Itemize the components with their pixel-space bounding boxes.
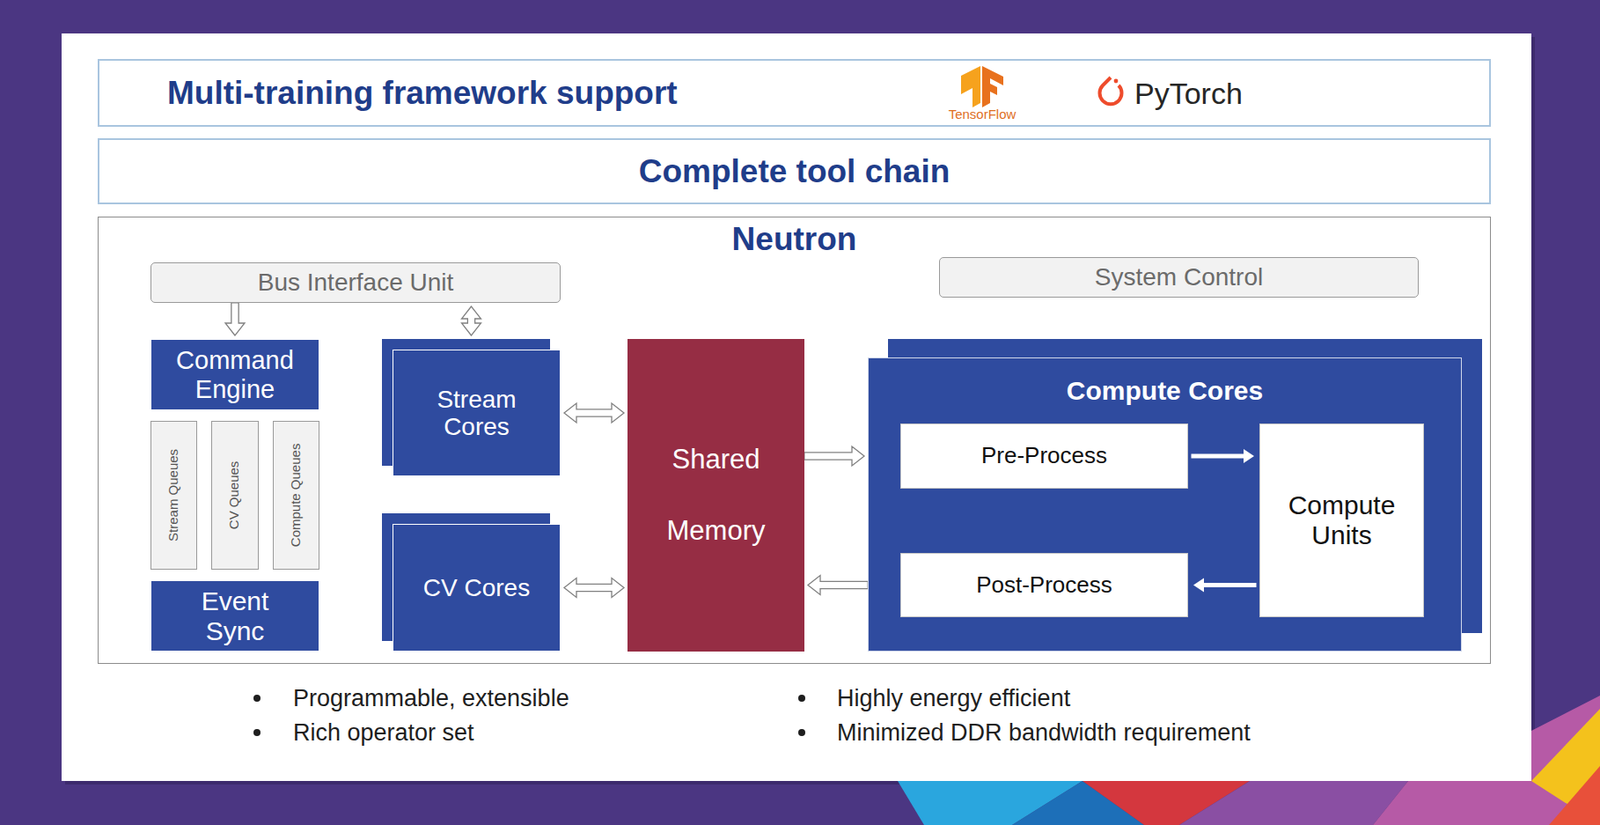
arrow-head	[851, 446, 865, 466]
arrow-outline	[467, 318, 477, 323]
connector-arrow	[564, 403, 624, 423]
white-panel	[61, 33, 1532, 781]
node-label: Post-Process	[976, 572, 1113, 598]
tensorflow-logo	[982, 66, 1004, 108]
bullet-text: Rich operator set	[293, 718, 475, 747]
pytorch-logo	[1100, 77, 1123, 104]
arrow-shaft	[576, 584, 612, 591]
core-stack: Stream Cores	[392, 349, 561, 477]
node-label: CV Queues	[227, 461, 243, 530]
arrow-shaft	[468, 318, 475, 323]
node-label: Compute Units	[1276, 490, 1409, 550]
tensorflow-logo	[961, 66, 981, 108]
arrow-head	[225, 322, 245, 336]
process-box: Pre-Process	[900, 423, 1189, 489]
arrow-outline	[807, 451, 852, 461]
node-label: Bus Interface Unit	[257, 268, 455, 296]
decor-triangle	[1548, 765, 1600, 825]
sync-box: Event Sync	[150, 579, 320, 652]
bullet-dot	[798, 694, 806, 702]
node-label: Multi-training framework support	[167, 74, 678, 111]
control-bar: System Control	[939, 256, 1419, 298]
arrow-head	[611, 578, 624, 598]
node-label: System Control	[1094, 263, 1263, 291]
framework-band: Multi-training framework support	[97, 58, 1491, 127]
connector-arrow	[1193, 448, 1255, 463]
pytorch-logo	[1114, 79, 1119, 84]
decor-triangle	[1179, 780, 1409, 825]
connector-arrow	[1193, 578, 1255, 593]
arrow-shaft	[232, 306, 239, 323]
memory-block: Shared Memory	[627, 338, 805, 652]
arrow-shaft	[1203, 582, 1255, 588]
arrow-head	[807, 575, 821, 595]
arrow-outline	[820, 580, 865, 590]
node-label: Neutron	[732, 220, 858, 257]
bullet-dot	[253, 728, 261, 736]
arrow-shaft	[1193, 454, 1244, 459]
connector-arrow	[225, 306, 245, 336]
arrow-shaft	[820, 581, 865, 588]
arrow-outline	[230, 306, 240, 323]
logo-text: TensorFlow	[929, 106, 1035, 123]
logo-text: PyTorch	[1134, 75, 1243, 112]
arrow-head	[564, 578, 577, 598]
decor-triangle	[1372, 695, 1600, 825]
arrow-shaft	[576, 410, 612, 417]
node-label: Shared Memory	[659, 424, 774, 566]
queue-box: Stream Queues	[150, 420, 198, 570]
queue-box: CV Queues	[211, 420, 259, 570]
toolchain-band: Complete tool chain	[97, 138, 1491, 205]
node-label: Compute Cores	[1066, 375, 1263, 406]
connector-arrow	[807, 575, 865, 595]
arrow-shaft	[807, 453, 852, 460]
node-label: CV Cores	[423, 573, 530, 602]
compute-cluster: Compute CoresPre-ProcessCompute UnitsPos…	[867, 357, 1462, 652]
bullet-text: Highly energy efficient	[836, 683, 1071, 712]
arrow-outline	[576, 408, 612, 418]
arrow-head	[564, 403, 577, 423]
arrow-head	[462, 306, 482, 319]
queue-box: Compute Queues	[272, 420, 320, 570]
core-stack: CV Cores	[392, 523, 561, 652]
decor-triangle	[1531, 708, 1600, 825]
engine-box: Command Engine	[150, 338, 320, 411]
process-box: Post-Process	[900, 552, 1189, 617]
interface-bar: Bus Interface Unit	[150, 262, 561, 303]
bullet-dot	[253, 694, 261, 702]
connector-arrow	[564, 578, 624, 598]
arrow-head	[611, 403, 624, 423]
connector-arrow	[807, 446, 865, 466]
arrow-head	[462, 322, 482, 336]
node-label: Event Sync	[186, 586, 284, 646]
node-label: Stream Queues	[166, 448, 182, 542]
bullet-dot	[798, 728, 806, 736]
node-label: Complete tool chain	[638, 153, 951, 190]
bullet-text: Programmable, extensible	[293, 683, 570, 712]
node-label: Command Engine	[160, 345, 310, 404]
arrow-outline	[576, 583, 612, 593]
arrow-head	[1193, 578, 1204, 593]
node-label: Stream Cores	[419, 385, 535, 441]
arrow-head	[1243, 448, 1255, 463]
bullet-text: Minimized DDR bandwidth requirement	[836, 718, 1251, 747]
connector-arrow	[462, 306, 482, 336]
node-label: Compute Queues	[288, 443, 304, 548]
chip-block: NeutronBus Interface Unit System ControlC…	[97, 216, 1491, 664]
node-label: Pre-Process	[981, 442, 1108, 469]
compute-box: Compute Units	[1259, 423, 1424, 617]
